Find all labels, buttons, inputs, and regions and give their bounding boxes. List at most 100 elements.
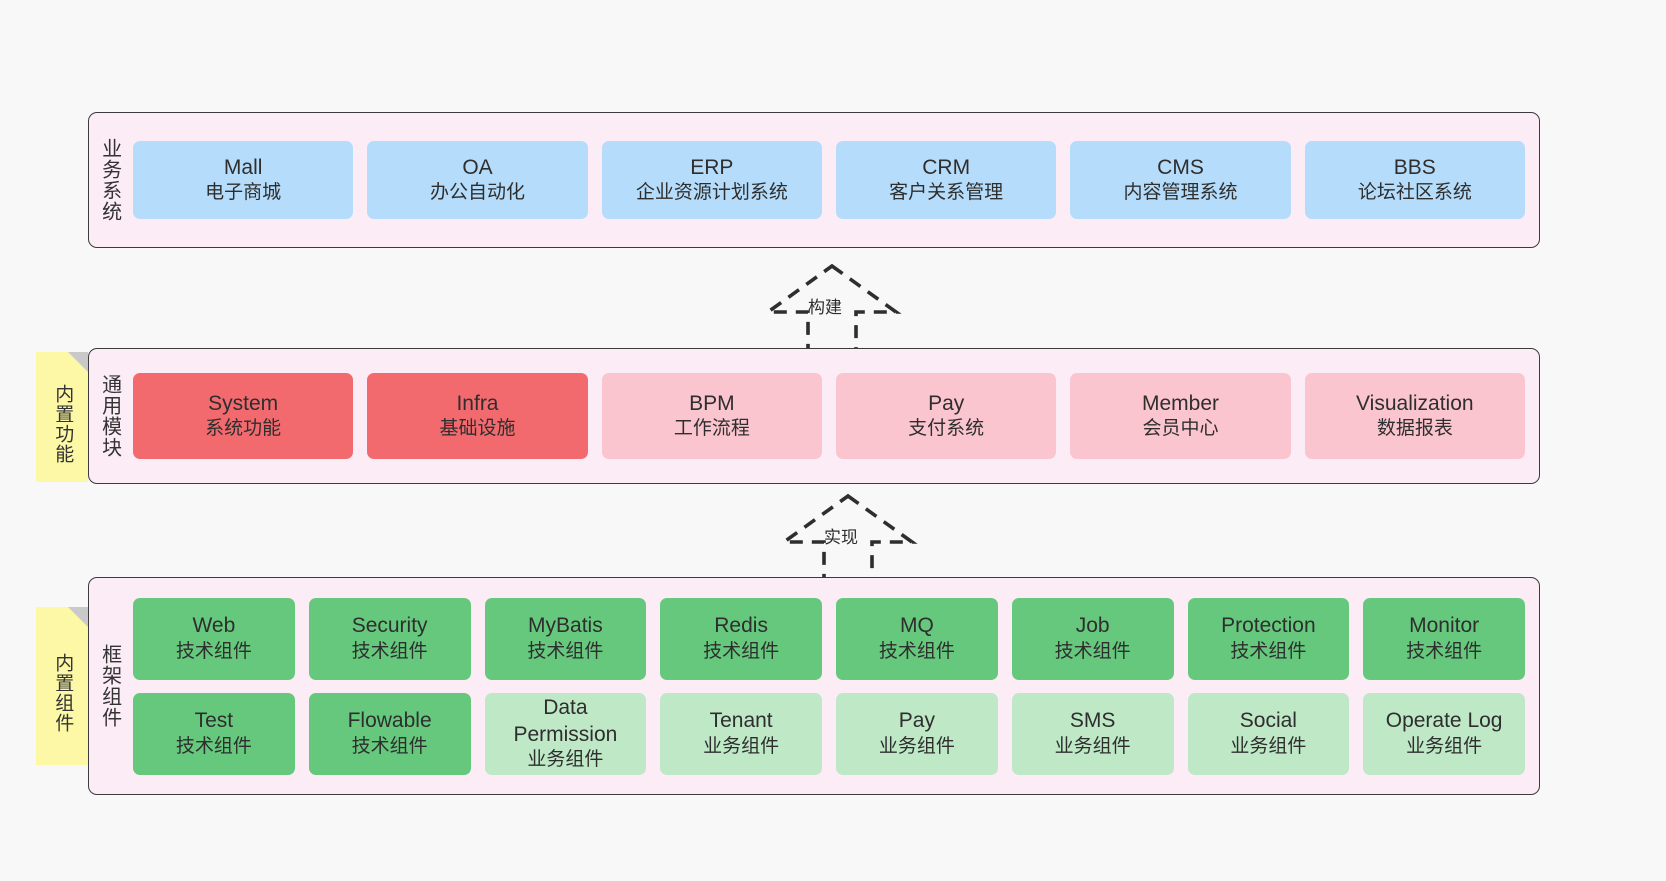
card-title: Pay: [898, 709, 935, 733]
card-subtitle: 技术组件: [703, 640, 780, 662]
card-subtitle: 业务组件: [878, 735, 955, 757]
card-title: Protection: [1221, 614, 1316, 638]
card-title: Web: [192, 614, 236, 638]
card-subtitle: 会员中心: [1142, 418, 1219, 440]
layer-label-framework-component: 框架组件: [98, 644, 121, 728]
card-title: Pay: [928, 391, 965, 415]
card-row: Mall 电子商城 OA 办公自动化 ERP 企业资源计划系统 CRM 客户关系…: [133, 141, 1525, 219]
card-row: Web 技术组件 Security 技术组件 MyBatis 技术组件 Redi…: [133, 597, 1525, 680]
card-subtitle: 业务组件: [1230, 735, 1307, 757]
card-subtitle: 客户关系管理: [889, 182, 1004, 204]
card-title: CRM: [922, 155, 971, 179]
card-subtitle: 企业资源计划系统: [635, 182, 788, 204]
card-subtitle: 技术组件: [1054, 640, 1131, 662]
card-oa[interactable]: OA 办公自动化: [367, 141, 588, 219]
card-cms[interactable]: CMS 内容管理系统: [1070, 141, 1291, 219]
sticky-note-builtin-component: 内置组件: [36, 607, 88, 765]
card-subtitle: 技术组件: [1406, 640, 1483, 662]
card-subtitle: 业务组件: [1054, 735, 1131, 757]
card-mall[interactable]: Mall 电子商城: [133, 141, 354, 219]
card-subtitle: 办公自动化: [429, 182, 525, 204]
card-bpm[interactable]: BPM 工作流程: [601, 373, 822, 459]
layer-business-system: 业务系统 Mall 电子商城 OA 办公自动化 ERP 企业资源计划系统: [88, 112, 1540, 248]
card-data-permission[interactable]: Data Permission 业务组件: [484, 692, 647, 775]
card-erp[interactable]: ERP 企业资源计划系统: [601, 141, 822, 219]
card-subtitle: 业务组件: [527, 748, 604, 770]
card-title: Visualization: [1356, 391, 1474, 415]
card-title: Member: [1141, 391, 1219, 415]
card-title: Social: [1239, 709, 1297, 733]
card-subtitle: 内容管理系统: [1123, 182, 1238, 204]
card-title: Tenant: [709, 709, 773, 733]
card-visualization[interactable]: Visualization 数据报表: [1304, 373, 1525, 459]
card-web[interactable]: Web 技术组件: [133, 597, 295, 680]
card-subtitle: 业务组件: [1406, 735, 1483, 757]
card-title: Data Permission: [513, 696, 618, 746]
card-job[interactable]: Job 技术组件: [1011, 597, 1174, 680]
card-monitor[interactable]: Monitor 技术组件: [1363, 597, 1525, 680]
card-title: Mall: [223, 155, 263, 179]
card-flowable[interactable]: Flowable 技术组件: [308, 692, 471, 775]
card-row: System 系统功能 Infra 基础设施 BPM 工作流程 Pay 支付系统: [133, 373, 1525, 459]
sticky-fold-icon: [68, 607, 88, 627]
card-infra[interactable]: Infra 基础设施: [367, 373, 588, 459]
connector-build: 构建: [752, 262, 912, 354]
card-system[interactable]: System 系统功能: [133, 373, 354, 459]
card-title: ERP: [690, 155, 734, 179]
layer-body-business-system: Mall 电子商城 OA 办公自动化 ERP 企业资源计划系统 CRM 客户关系…: [129, 113, 1539, 247]
sticky-note-label: 内置功能: [52, 384, 74, 464]
card-redis[interactable]: Redis 技术组件: [660, 597, 822, 680]
card-subtitle: 技术组件: [1230, 640, 1307, 662]
card-subtitle: 技术组件: [527, 640, 604, 662]
layer-body-common-module: System 系统功能 Infra 基础设施 BPM 工作流程 Pay 支付系统: [129, 349, 1539, 483]
card-title: OA: [462, 155, 493, 179]
card-title: Redis: [714, 614, 768, 638]
card-protection[interactable]: Protection 技术组件: [1187, 597, 1350, 680]
card-crm[interactable]: CRM 客户关系管理: [835, 141, 1057, 219]
card-subtitle: 业务组件: [703, 735, 780, 757]
card-mq[interactable]: MQ 技术组件: [836, 597, 998, 680]
card-subtitle: 基础设施: [439, 418, 516, 440]
card-title: SMS: [1069, 709, 1116, 733]
card-social[interactable]: Social 业务组件: [1187, 692, 1350, 775]
card-test[interactable]: Test 技术组件: [133, 692, 295, 775]
card-subtitle: 系统功能: [205, 418, 282, 440]
card-title: BPM: [689, 391, 735, 415]
sticky-note-label: 内置组件: [52, 653, 74, 733]
card-member[interactable]: Member 会员中心: [1070, 373, 1291, 459]
card-title: Operate Log: [1385, 709, 1503, 733]
layer-label-business-system: 业务系统: [98, 138, 121, 222]
card-pay-component[interactable]: Pay 业务组件: [836, 692, 998, 775]
card-tenant[interactable]: Tenant 业务组件: [660, 692, 822, 775]
connector-build-label: 构建: [808, 298, 842, 317]
card-mybatis[interactable]: MyBatis 技术组件: [484, 597, 647, 680]
layer-common-module: 通用模块 System 系统功能 Infra 基础设施 BPM 工作流程: [88, 348, 1540, 484]
card-sms[interactable]: SMS 业务组件: [1011, 692, 1174, 775]
layer-framework-component: 框架组件 Web 技术组件 Security 技术组件 MyBatis 技术组件: [88, 577, 1540, 795]
card-subtitle: 技术组件: [175, 735, 252, 757]
card-row: Test 技术组件 Flowable 技术组件 Data Permission …: [133, 692, 1525, 775]
card-title: Job: [1075, 614, 1110, 638]
card-subtitle: 技术组件: [878, 640, 955, 662]
connector-implement-label: 实现: [824, 528, 858, 547]
card-subtitle: 论坛社区系统: [1357, 182, 1472, 204]
card-title: CMS: [1157, 155, 1204, 179]
layer-label-common-module: 通用模块: [98, 374, 121, 458]
card-subtitle: 支付系统: [908, 418, 985, 440]
card-subtitle: 技术组件: [175, 640, 252, 662]
card-title: MQ: [899, 614, 934, 638]
card-title: Test: [194, 709, 234, 733]
card-security[interactable]: Security 技术组件: [308, 597, 471, 680]
sticky-note-builtin-function: 内置功能: [36, 352, 88, 482]
card-title: Monitor: [1409, 614, 1480, 638]
card-title: MyBatis: [528, 614, 603, 638]
card-pay[interactable]: Pay 支付系统: [835, 373, 1057, 459]
sticky-fold-icon: [68, 352, 88, 372]
connector-implement: 实现: [768, 492, 928, 584]
card-title: Flowable: [347, 709, 432, 733]
card-operate-log[interactable]: Operate Log 业务组件: [1363, 692, 1525, 775]
card-subtitle: 技术组件: [351, 735, 428, 757]
card-title: Security: [351, 614, 428, 638]
card-bbs[interactable]: BBS 论坛社区系统: [1304, 141, 1525, 219]
